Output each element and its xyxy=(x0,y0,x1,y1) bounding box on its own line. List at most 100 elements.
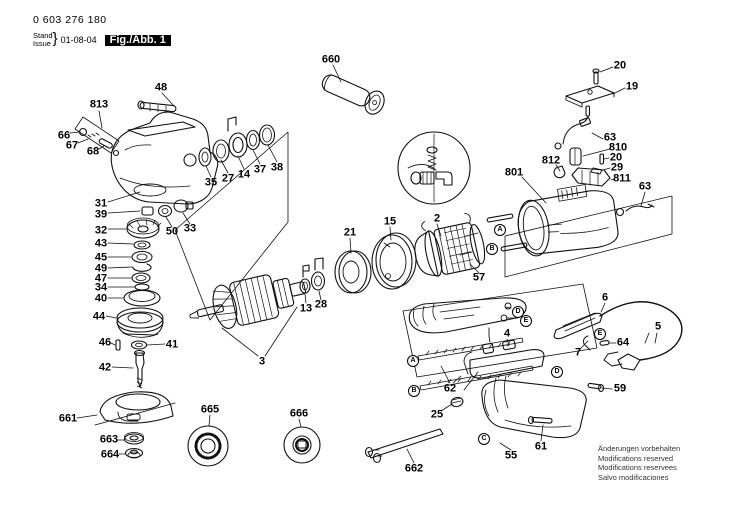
cover-plate-and-switch-parts xyxy=(553,68,615,187)
issue-date: 01-08-04 xyxy=(60,35,97,45)
part-label-3: 3 xyxy=(258,355,266,368)
part-label-64: 64 xyxy=(616,336,630,349)
ref-letter-B: B xyxy=(408,385,420,397)
bearing-washer-row xyxy=(198,116,276,167)
part-label-6: 6 xyxy=(601,291,609,304)
side-handle xyxy=(321,74,385,115)
part-label-63: 63 xyxy=(603,131,617,144)
part-label-34: 34 xyxy=(94,281,108,294)
notice-line-en: Modifications reserved xyxy=(598,453,674,463)
stator-field xyxy=(414,212,486,277)
cover-ring xyxy=(334,250,372,294)
armature-bearing-parts xyxy=(299,257,326,294)
part-label-20: 20 xyxy=(609,151,623,164)
part-label-4: 4 xyxy=(503,327,511,340)
ref-letter-A: A xyxy=(407,355,419,367)
part-label-661: 661 xyxy=(58,412,78,425)
notice-line-es: Salvo modificaciones xyxy=(598,472,669,482)
wheel-guard xyxy=(94,391,176,426)
armature xyxy=(189,274,307,329)
detail-view-circle xyxy=(397,131,471,205)
part-label-29: 29 xyxy=(610,161,624,174)
part-label-31: 31 xyxy=(94,197,108,210)
part-label-42: 42 xyxy=(98,361,112,374)
part-label-35: 35 xyxy=(204,176,218,189)
ref-letter-D: D xyxy=(551,366,563,378)
part-label-664: 664 xyxy=(100,448,120,461)
modifications-notice: Änderungen vorbehalten Modifications res… xyxy=(598,444,680,482)
power-cord xyxy=(553,301,683,371)
part-label-47: 47 xyxy=(94,272,108,285)
part-label-37: 37 xyxy=(253,163,267,176)
part-label-43: 43 xyxy=(94,237,108,250)
ref-letter-A: A xyxy=(494,224,506,236)
part-label-55: 55 xyxy=(504,449,518,462)
part-label-33: 33 xyxy=(183,222,197,235)
part-label-13: 13 xyxy=(299,302,313,315)
part-label-14: 14 xyxy=(237,168,251,181)
part-label-44: 44 xyxy=(92,310,106,323)
part-label-45: 45 xyxy=(94,251,108,264)
ref-letter-B: B xyxy=(486,243,498,255)
part-label-666: 666 xyxy=(289,407,309,420)
bearing-flange-ring xyxy=(371,232,417,290)
group-outline-boxes xyxy=(74,116,673,378)
part-label-32: 32 xyxy=(94,224,108,237)
motor-housing xyxy=(517,184,619,257)
part-label-811: 811 xyxy=(613,172,631,185)
brace-glyph: } xyxy=(52,30,58,47)
part-label-810: 810 xyxy=(608,141,628,154)
figure-label-badge: Fig./Abb. 1 xyxy=(104,34,171,46)
ref-letter-E: E xyxy=(520,315,532,327)
part-label-27: 27 xyxy=(221,172,235,185)
part-label-19: 19 xyxy=(625,80,639,93)
part-label-801: 801 xyxy=(504,166,524,179)
backing-pad xyxy=(283,426,321,464)
notice-line-fr: Modifications reservees xyxy=(598,463,677,472)
notice-line-de: Änderungen vorbehalten xyxy=(598,444,681,453)
part-label-40: 40 xyxy=(94,292,108,305)
brush-cap xyxy=(450,396,464,408)
bottom-handle-shell xyxy=(481,375,605,439)
housing-screws xyxy=(459,213,528,256)
ref-letter-E: E xyxy=(594,328,606,340)
part-label-813: 813 xyxy=(89,98,109,111)
part-label-665: 665 xyxy=(200,403,220,416)
part-label-812: 812 xyxy=(541,154,561,167)
contact-strips xyxy=(417,337,534,391)
part-label-41: 41 xyxy=(165,338,179,351)
part-label-48: 48 xyxy=(154,81,168,94)
part-label-25: 25 xyxy=(430,408,444,421)
part-label-28: 28 xyxy=(314,298,328,311)
spindle xyxy=(133,349,146,389)
part-label-46: 46 xyxy=(98,336,112,349)
ground-wire xyxy=(615,203,655,217)
header: 0 603 276 180 Stand Issue }01-08-04 Fig./… xyxy=(33,14,171,48)
ref-letter-C: C xyxy=(478,433,490,445)
part-label-49: 49 xyxy=(94,262,108,275)
part-label-61: 61 xyxy=(534,440,548,453)
bearing-flange xyxy=(115,307,164,351)
part-label-20: 20 xyxy=(613,59,627,72)
part-label-39: 39 xyxy=(94,208,108,221)
device-part-number: 0 603 276 180 xyxy=(33,14,107,26)
part-label-38: 38 xyxy=(270,161,284,174)
part-label-660: 660 xyxy=(321,53,341,66)
part-label-67: 67 xyxy=(65,139,79,152)
top-handle-shell xyxy=(408,297,527,334)
part-label-68: 68 xyxy=(86,145,100,158)
part-label-2: 2 xyxy=(433,212,441,225)
pin-wrench xyxy=(364,428,444,464)
part-label-66: 66 xyxy=(57,129,71,142)
issue-caption: Stand Issue xyxy=(33,31,53,48)
switch-lever-assembly xyxy=(463,327,545,391)
part-label-5: 5 xyxy=(654,320,662,333)
screw-48 xyxy=(137,100,177,114)
gear-housing xyxy=(110,111,219,205)
part-label-662: 662 xyxy=(404,462,424,475)
part-label-50: 50 xyxy=(165,225,179,238)
part-label-59: 59 xyxy=(613,382,627,395)
gear-bearing-stack xyxy=(123,199,194,307)
